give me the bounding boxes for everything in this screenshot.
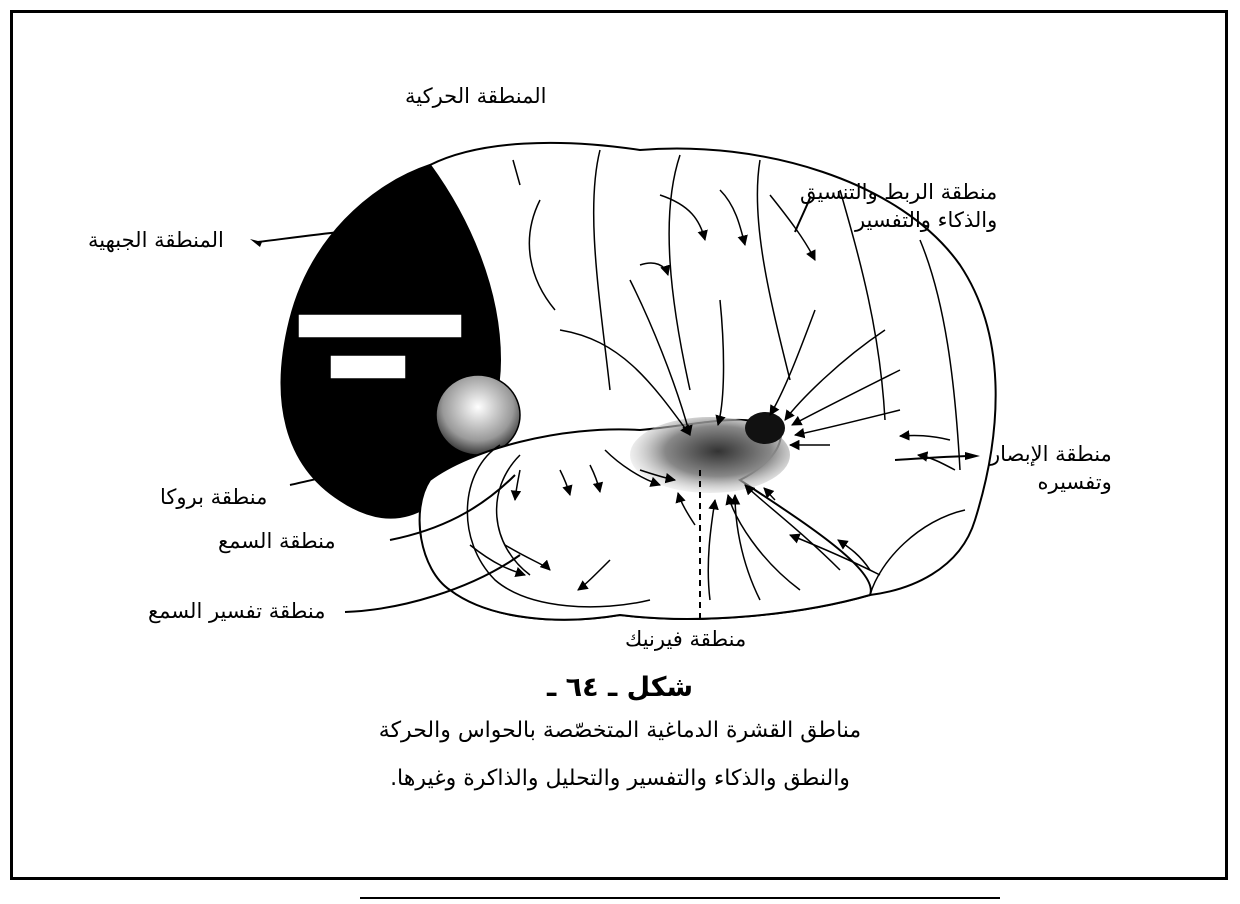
label-visual-line-2: وتفسيره bbox=[990, 468, 1112, 496]
white-bar-large bbox=[298, 314, 462, 338]
label-association-line-2: والذكاء والتفسير bbox=[800, 206, 997, 234]
label-frontal-area: المنطقة الجبهية bbox=[88, 226, 224, 254]
label-broca-area: منطقة بروكا bbox=[160, 483, 267, 511]
figure-caption-line-1: مناطق القشرة الدماغية المتخصّصة بالحواس … bbox=[0, 718, 1240, 743]
figure-title: شكل ـ ٦٤ ـ bbox=[0, 672, 1240, 703]
label-visual-line-1: منطقة الإبصار bbox=[990, 440, 1112, 468]
bottom-rule bbox=[360, 897, 1000, 899]
label-visual-area: منطقة الإبصار وتفسيره bbox=[990, 440, 1112, 496]
figure-caption-line-2: والنطق والذكاء والتفسير والتحليل والذاكر… bbox=[0, 766, 1240, 791]
label-association-line-1: منطقة الربط والتنسيق bbox=[800, 178, 997, 206]
white-bar-small bbox=[330, 355, 406, 379]
label-wernicke-area: منطقة فيرنيك bbox=[625, 625, 746, 653]
label-association-area: منطقة الربط والتنسيق والذكاء والتفسير bbox=[800, 178, 997, 234]
label-hearing-interpretation-area: منطقة تفسير السمع bbox=[148, 597, 325, 625]
broca-knob bbox=[436, 375, 520, 455]
label-motor-area: المنطقة الحركية bbox=[405, 82, 546, 110]
label-hearing-area: منطقة السمع bbox=[218, 527, 336, 555]
